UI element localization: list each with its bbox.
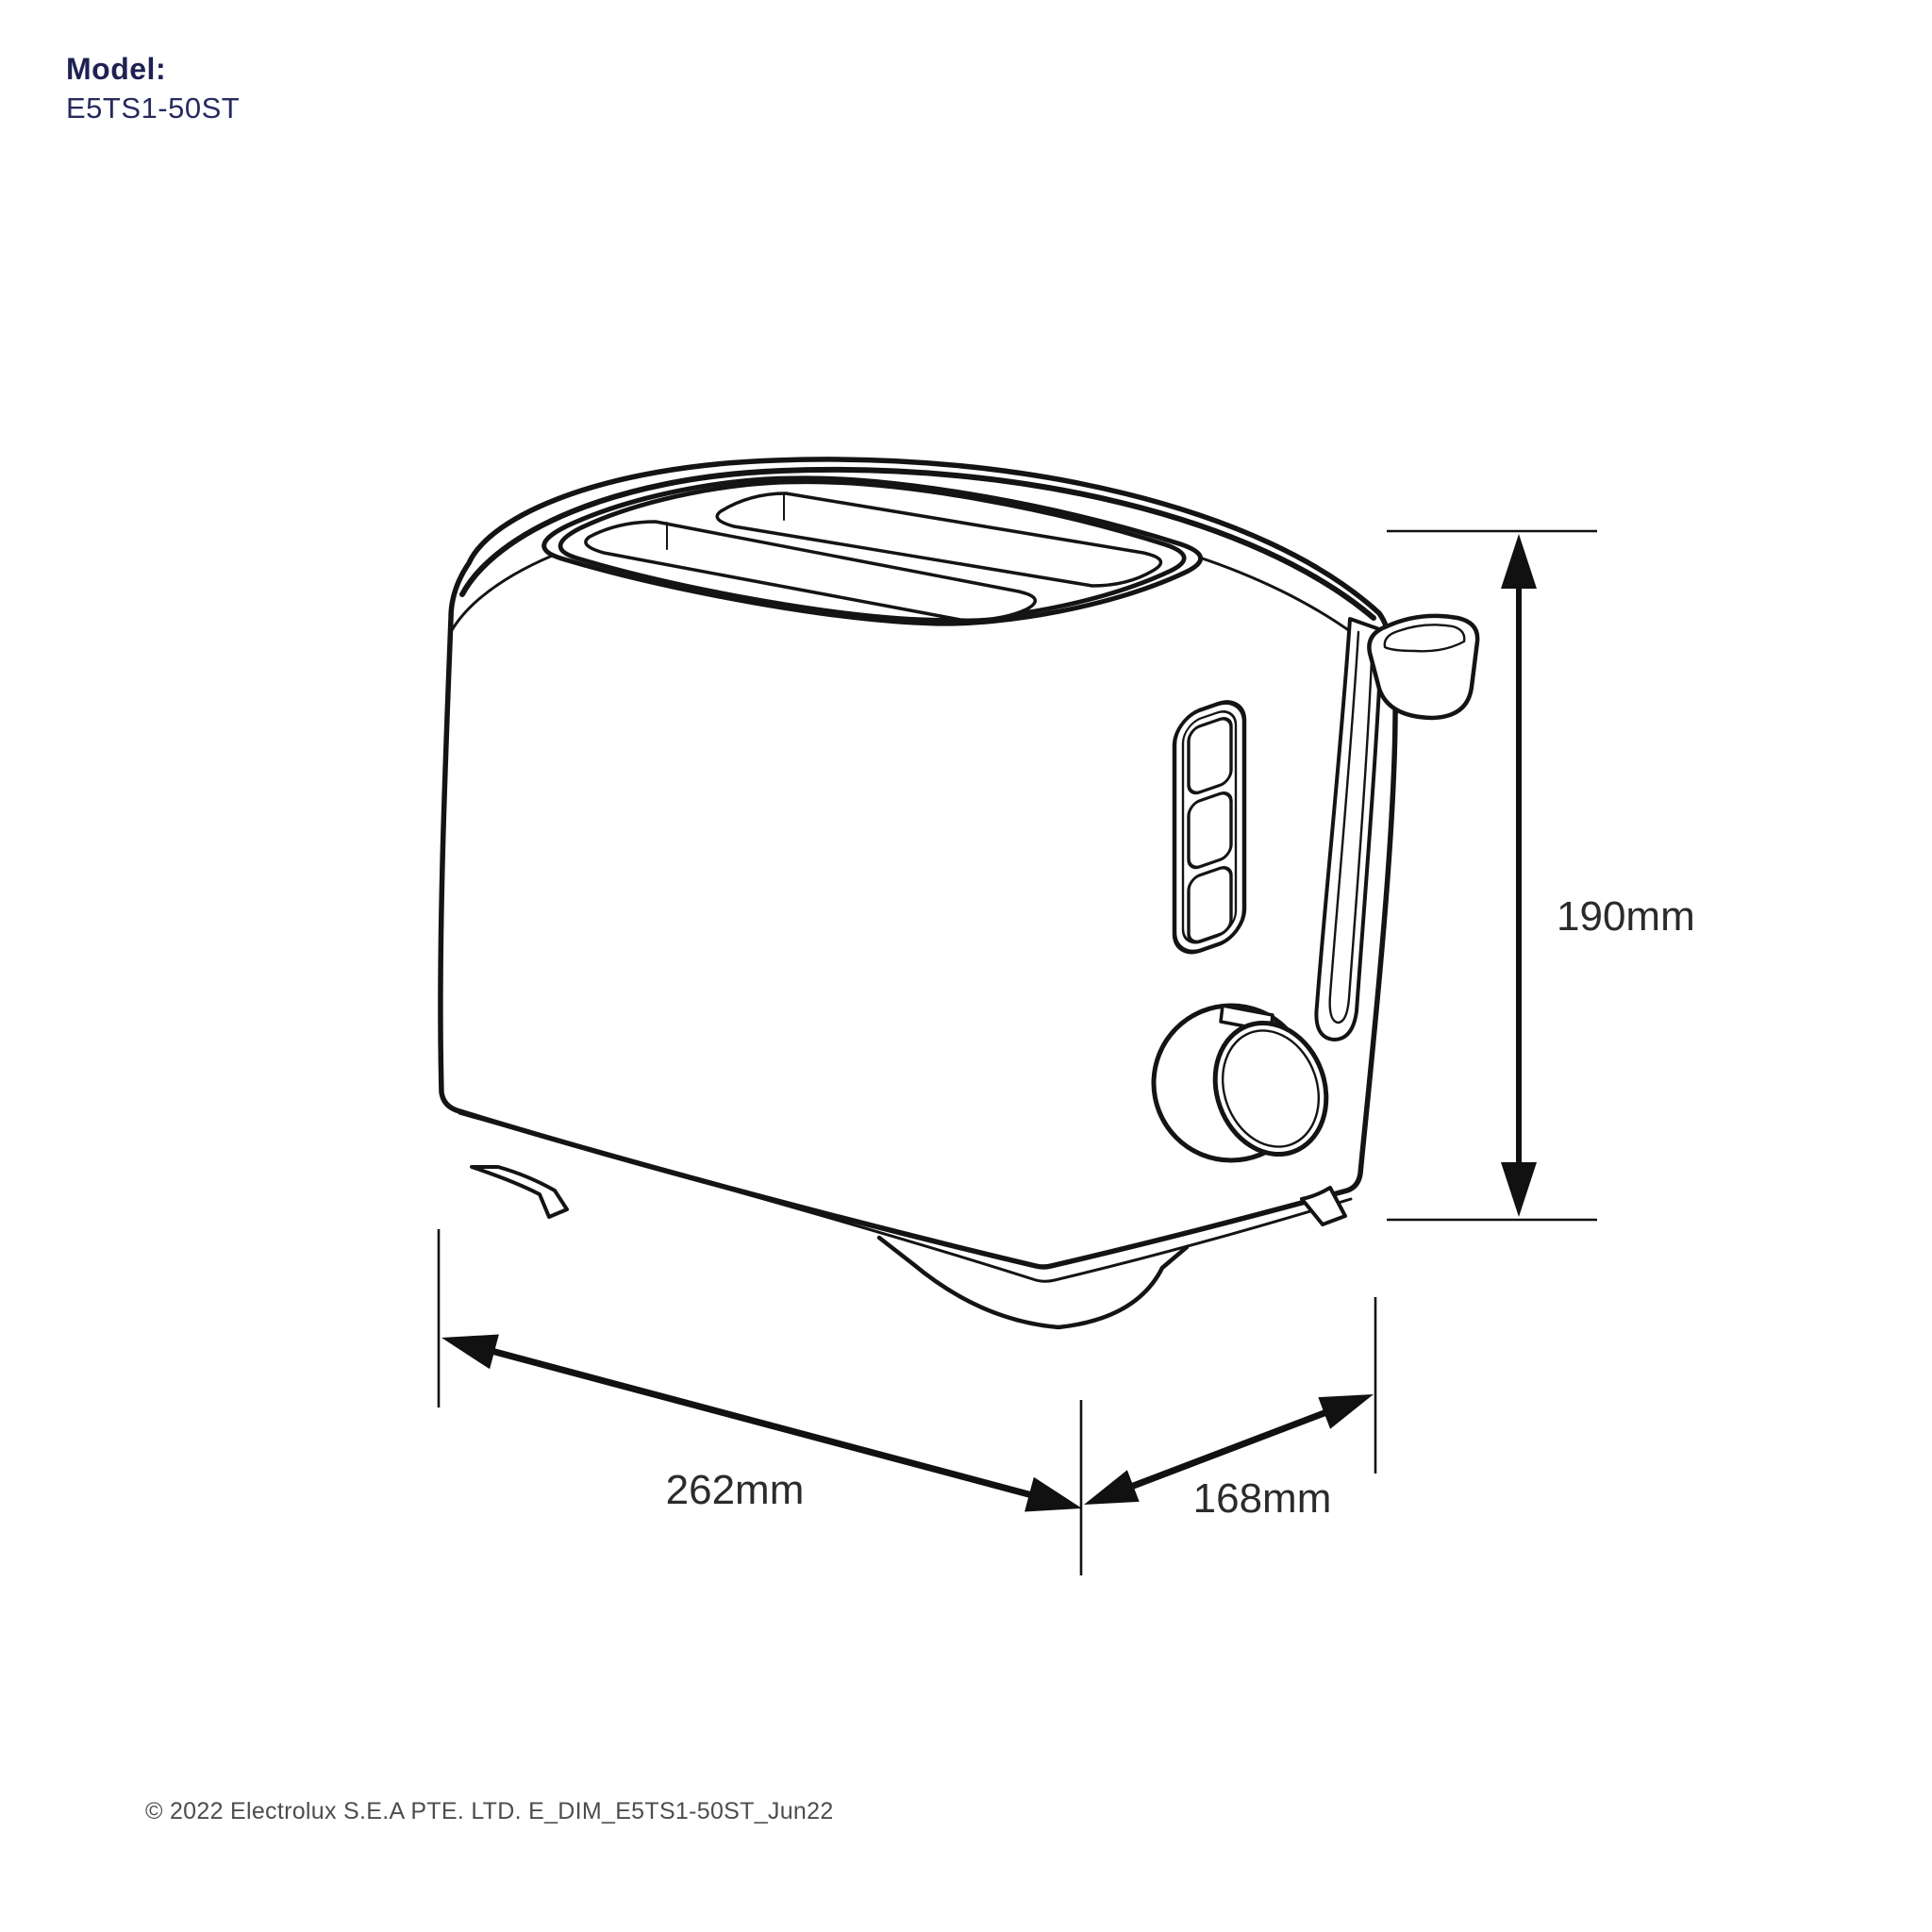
button-panel [1172, 700, 1247, 955]
lever-handle-top-face [1383, 624, 1466, 653]
height-arrowhead-top [1501, 534, 1537, 589]
depth-dimension-label: 168mm [1193, 1475, 1332, 1522]
toaster-button-3 [1187, 865, 1233, 944]
width-arrowhead-right [1024, 1476, 1082, 1512]
foot-left [470, 1165, 569, 1219]
toaster-button-2 [1187, 791, 1233, 870]
depth-arrowhead-left [1084, 1470, 1140, 1505]
base-plate [876, 1235, 1190, 1330]
bread-slot-front [584, 520, 1037, 623]
dimension-width [437, 1229, 1083, 1575]
bread-slot-back [715, 491, 1163, 588]
width-dimension-line [490, 1347, 1034, 1499]
button-panel-frame [1172, 700, 1247, 955]
lever-handle [1367, 613, 1480, 721]
browning-knob-face [1212, 1020, 1329, 1158]
width-dimension-label: 262mm [666, 1467, 805, 1513]
model-number: E5TS1-50ST [66, 92, 241, 125]
model-label: Model: [66, 52, 167, 86]
browning-knob-face-inner [1221, 1029, 1321, 1148]
base-rim-line [458, 1111, 1353, 1283]
depth-dimension-line [1128, 1408, 1329, 1491]
copyright-line: © 2022 Electrolux S.E.A PTE. LTD. E_DIM_… [145, 1798, 834, 1824]
toaster-button-1 [1187, 716, 1233, 795]
dimension-depth [1084, 1297, 1377, 1505]
depth-arrowhead-right [1318, 1394, 1374, 1429]
toaster-illustration [438, 457, 1480, 1330]
top-edge-line [459, 466, 1376, 621]
dimension-height [1387, 529, 1597, 1222]
width-arrowhead-left [441, 1334, 499, 1370]
foot-right [1300, 1186, 1347, 1226]
height-arrowhead-bottom [1501, 1162, 1537, 1217]
dimension-annotations: 190mm 262mm 168mm [437, 529, 1695, 1575]
height-dimension-label: 190mm [1557, 893, 1695, 940]
model-block: Model: E5TS1-50ST [66, 52, 241, 125]
lever-track [1314, 617, 1384, 1041]
lever-track-inner [1328, 630, 1374, 1024]
